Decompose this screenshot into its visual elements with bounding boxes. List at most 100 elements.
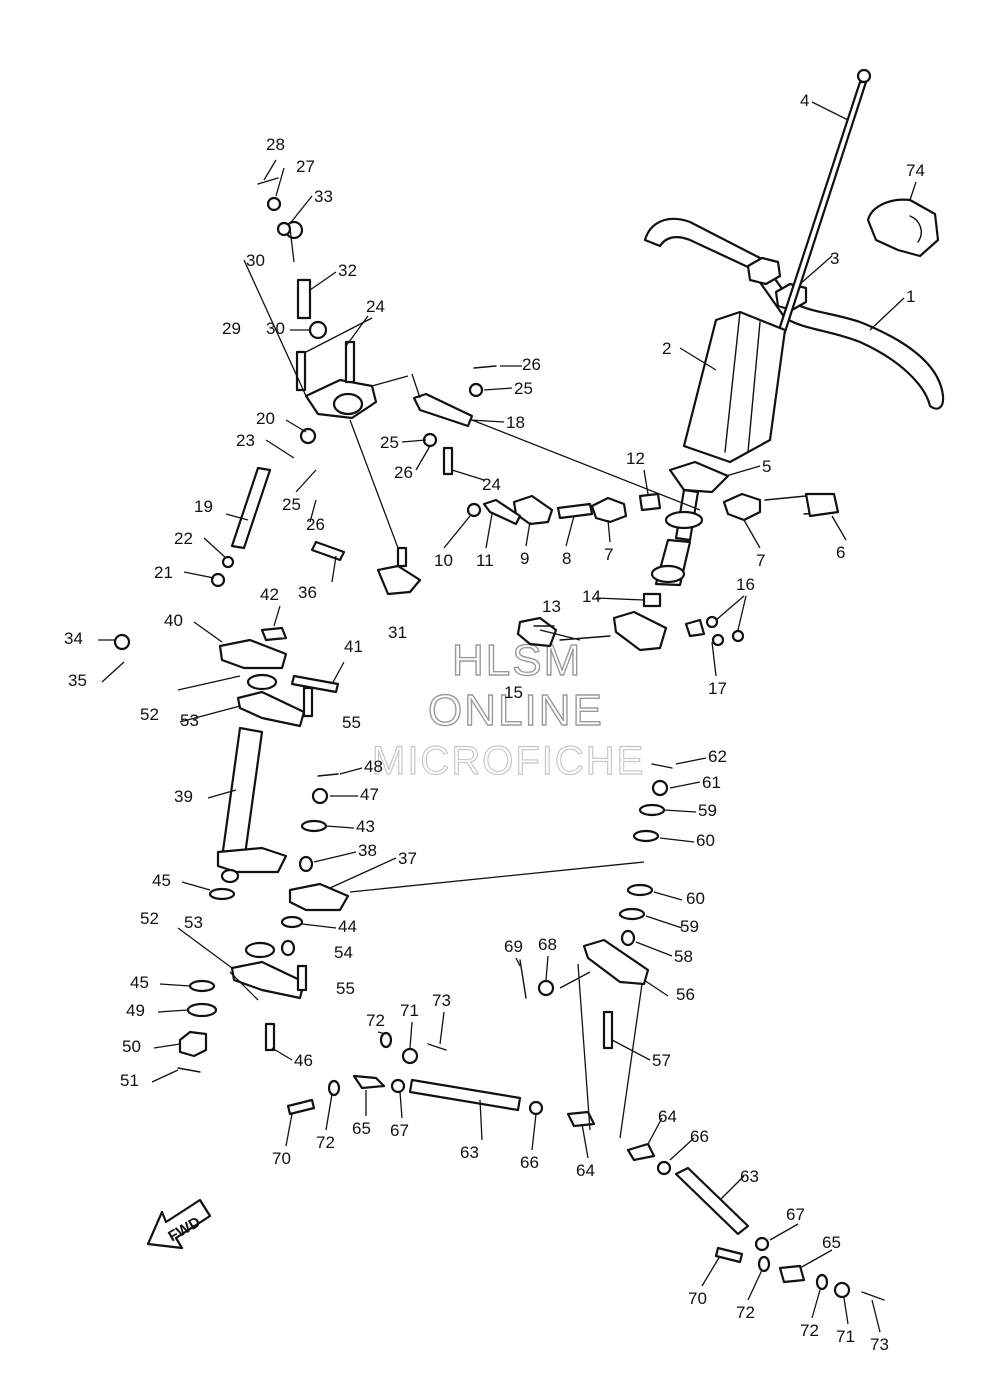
watermark-line2: ONLINE	[428, 686, 604, 735]
part-cotter-28	[257, 177, 279, 185]
callout-23: 23	[236, 431, 255, 450]
callout-24a: 24	[366, 297, 385, 316]
callout-leader-line	[263, 159, 277, 181]
callout-leader-line	[331, 661, 345, 685]
callout-leader-line	[451, 469, 485, 481]
part-plate-17	[684, 618, 706, 638]
callout-leader-line	[485, 513, 493, 549]
callout-leader-line	[531, 1113, 537, 1151]
callout-leader-line	[325, 825, 355, 829]
callout-30b: 30	[266, 319, 285, 338]
callout-leader-line	[271, 1047, 293, 1061]
callout-leader-line	[157, 1009, 189, 1013]
part-bolt-70a	[286, 1098, 316, 1116]
callout-6: 6	[836, 543, 845, 562]
part-nut-10	[466, 502, 482, 518]
callout-7a: 7	[604, 545, 613, 564]
callout-leader-line	[443, 515, 471, 549]
part-bolt-36	[310, 540, 346, 562]
part-pitman-arm	[218, 638, 288, 670]
callout-35: 35	[68, 671, 87, 690]
part-handlebar-clamp-upper	[746, 256, 782, 286]
callout-72d: 72	[800, 1321, 819, 1340]
callout-leader-line	[399, 1091, 403, 1119]
part-bolt-46	[264, 1022, 276, 1052]
callout-15: 15	[504, 683, 523, 702]
callout-64a: 64	[576, 1161, 595, 1180]
callout-13: 13	[542, 597, 561, 616]
callout-leader-line	[409, 1021, 413, 1049]
part-washer-45a	[208, 887, 236, 901]
callout-leader-line	[309, 499, 317, 523]
part-shaft-arm-39	[216, 846, 288, 874]
part-long-bolt	[776, 80, 868, 337]
callout-leader-line	[747, 1269, 763, 1301]
callout-leader-line	[545, 955, 549, 981]
callout-18: 18	[506, 413, 525, 432]
callout-leader-line	[309, 271, 337, 291]
callout-31: 31	[388, 623, 407, 642]
callout-19: 19	[194, 497, 213, 516]
callout-63a: 63	[460, 1143, 479, 1162]
part-bolt-41	[290, 674, 340, 694]
callout-17: 17	[708, 679, 727, 698]
part-cotter-73a	[427, 1043, 447, 1051]
part-washer-43	[300, 819, 328, 833]
part-drawings	[113, 68, 945, 1301]
callout-41: 41	[344, 637, 363, 656]
callout-3: 3	[830, 249, 839, 268]
callout-leader-line	[275, 167, 285, 197]
callout-29: 29	[222, 319, 241, 338]
part-washer-44	[280, 915, 304, 929]
part-nut-16a	[705, 615, 719, 629]
callout-47: 47	[360, 785, 379, 804]
callout-11: 11	[476, 551, 494, 570]
callout-leader-line	[799, 1249, 833, 1269]
part-steering-flange	[668, 460, 730, 494]
callout-leader-line	[719, 1175, 745, 1201]
callout-68: 68	[538, 935, 557, 954]
callout-leader-line	[181, 881, 211, 891]
part-steering-collar	[664, 510, 704, 530]
callout-30a: 30	[246, 251, 265, 270]
part-nut-67b	[754, 1236, 770, 1252]
callout-21: 21	[154, 563, 173, 582]
callout-leader-line	[153, 1043, 181, 1049]
part-nut-68	[537, 979, 555, 997]
part-collar-14	[642, 592, 662, 608]
part-washer-59a	[638, 803, 666, 817]
part-washer-72b	[379, 1031, 393, 1049]
part-cotter-69	[519, 959, 527, 999]
watermark-line3: MICROFICHE	[372, 739, 645, 783]
callout-leader-line	[479, 1099, 483, 1141]
callout-leader-line	[663, 809, 697, 813]
callout-45b: 45	[130, 973, 149, 992]
part-bracket-6	[804, 492, 840, 518]
callout-leader-line	[225, 513, 249, 521]
part-bracket-31	[376, 564, 422, 596]
part-clip-42	[260, 626, 288, 642]
callout-52b: 52	[140, 909, 159, 928]
part-link-9	[512, 494, 554, 526]
callout-55a: 55	[342, 713, 361, 732]
callout-24b: 24	[482, 475, 501, 494]
part-tie-rod-end-65a	[352, 1074, 386, 1090]
callout-65a: 65	[352, 1119, 371, 1138]
callout-8: 8	[562, 549, 571, 568]
part-pivot-boss	[332, 392, 364, 416]
callout-20: 20	[256, 409, 275, 428]
callout-leader-line	[331, 555, 337, 583]
callout-leader-line	[439, 1011, 445, 1045]
callout-72b: 72	[316, 1133, 335, 1152]
callout-leader-line	[265, 439, 295, 459]
part-nut-25a	[468, 382, 484, 398]
part-collar-38	[298, 855, 314, 873]
callout-leader-line	[643, 979, 669, 997]
callout-leaders	[98, 101, 917, 1333]
callout-leader-line	[305, 317, 373, 353]
callout-49: 49	[126, 1001, 145, 1020]
callout-leader-line	[565, 515, 575, 547]
callout-leader-line	[643, 469, 649, 495]
callout-52a: 52	[140, 705, 159, 724]
part-handlebar-pad	[866, 198, 940, 258]
